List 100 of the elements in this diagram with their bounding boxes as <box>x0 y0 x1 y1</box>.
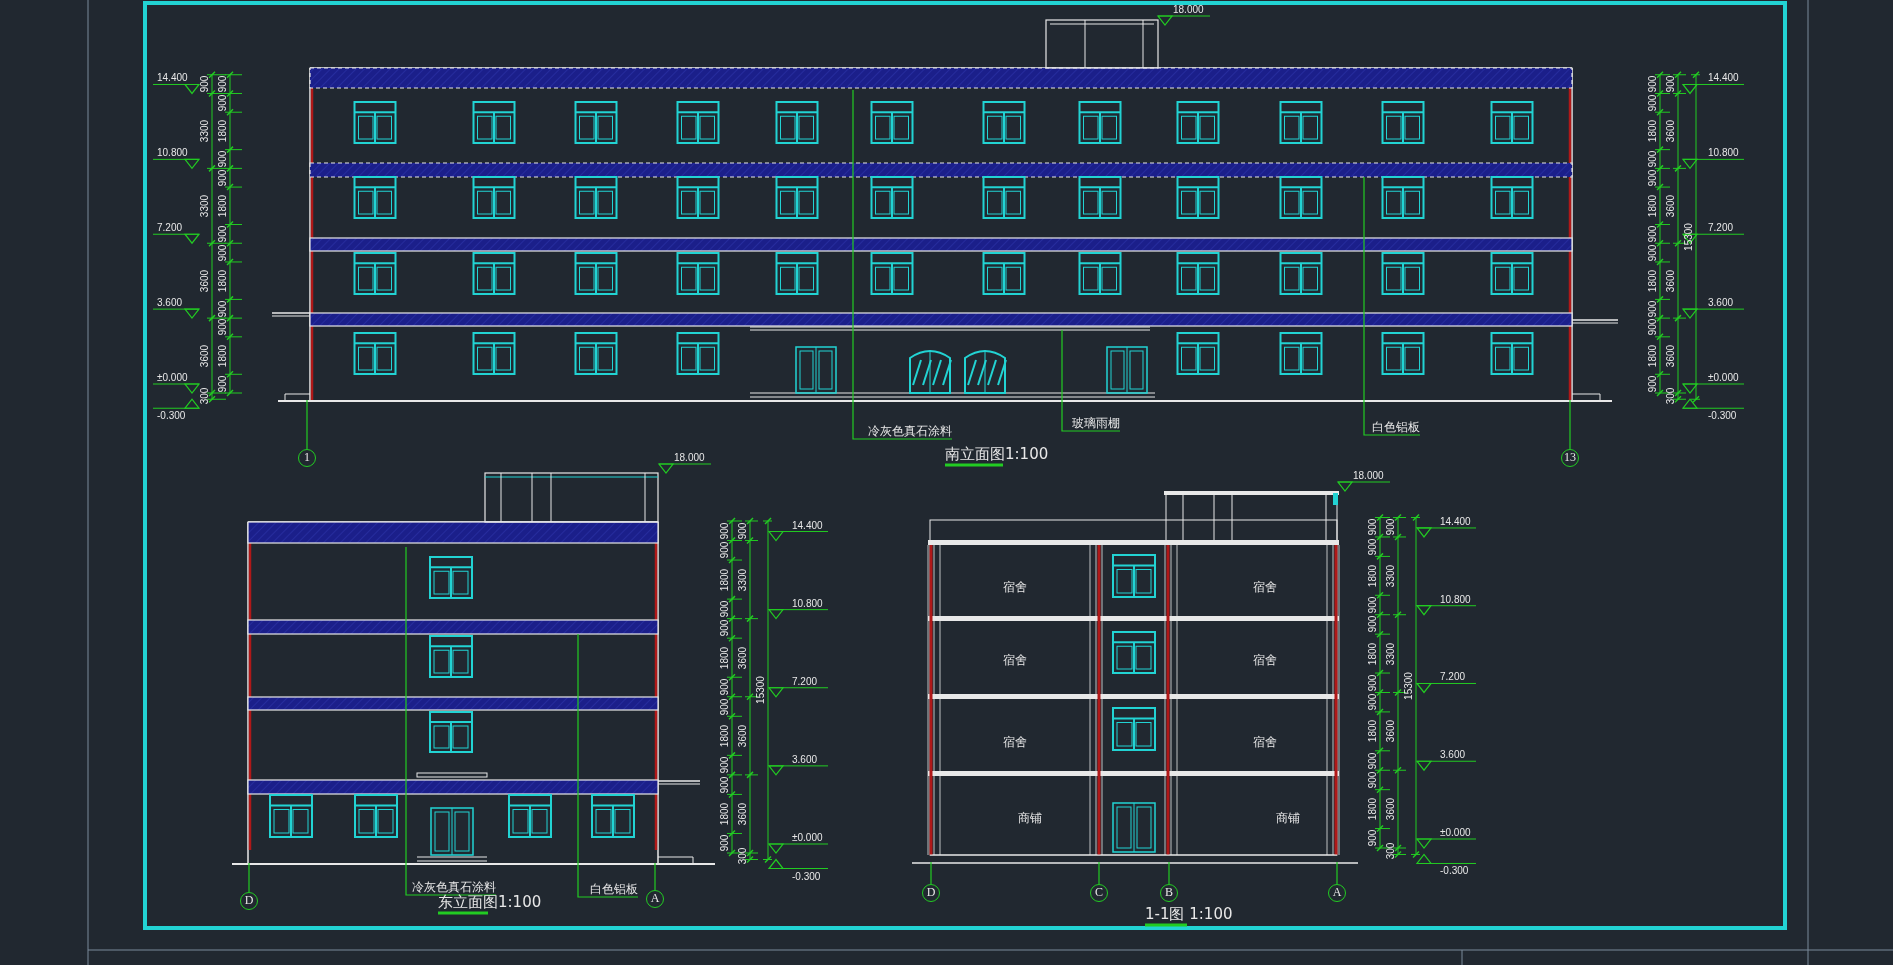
elevation-text: 18.000 <box>1353 470 1384 481</box>
elevation-text: 3.600 <box>1708 297 1734 309</box>
dimension-text: 900 <box>1366 518 1378 536</box>
dimension-text: 3600 <box>1384 798 1396 821</box>
dimension-text: 3600 <box>1664 119 1676 143</box>
dimension-text: 15300 <box>1402 672 1414 700</box>
dimension-text: 900 <box>1646 375 1658 392</box>
section-drawing <box>911 491 1359 864</box>
dimension-text: 900 <box>198 75 210 93</box>
leader-line <box>577 633 639 898</box>
dimension-text: 3300 <box>736 568 748 591</box>
axis-line <box>306 399 308 450</box>
dimension-text: 900 <box>1646 75 1658 93</box>
dimension-text: 3600 <box>1384 720 1396 743</box>
material-note: 冷灰色真石涂料 <box>868 424 952 438</box>
elevation-text: 10.800 <box>792 597 823 609</box>
dimension-text: 900 <box>1366 674 1378 692</box>
dimension-text: 3300 <box>198 194 210 217</box>
dimension-text: 3600 <box>736 724 748 747</box>
dimension-text: 3600 <box>736 802 748 826</box>
dimension-text: 3600 <box>198 269 210 292</box>
dimension-text: 1800 <box>1366 798 1378 821</box>
dimension-text: 900 <box>1646 244 1658 261</box>
dimension-text: 300 <box>736 847 748 865</box>
view-title: 1-1图 1:100 <box>1145 906 1233 923</box>
elevation-text: ±0.000 <box>1440 827 1471 838</box>
leader-line <box>1363 176 1421 436</box>
east-elevation-drawing <box>231 472 716 865</box>
dimension-text: 3300 <box>1384 642 1396 665</box>
elevation-text: -0.300 <box>792 870 821 882</box>
dimension-text: 1800 <box>1646 119 1658 143</box>
leader-line <box>1061 329 1121 432</box>
axis-line <box>930 861 932 885</box>
elevation-text: 10.800 <box>1708 147 1739 159</box>
elevation-text: ±0.000 <box>157 372 188 383</box>
elevation-text: ±0.000 <box>1708 372 1739 383</box>
dimension-text: 900 <box>1646 150 1658 168</box>
dimension-text: 3600 <box>1664 344 1676 367</box>
leader-line <box>852 89 953 440</box>
dimension-text: 900 <box>216 319 228 336</box>
dimension-text: 1800 <box>1646 194 1658 217</box>
dimension-text: 900 <box>1646 225 1658 243</box>
material-note: 玻璃雨棚 <box>1072 416 1120 430</box>
dimension-text: 900 <box>1664 75 1676 93</box>
dimension-text: 900 <box>1366 752 1378 769</box>
room-label: 商铺 <box>1018 812 1042 824</box>
dimension-text: 900 <box>216 375 228 392</box>
elevation-text: 18.000 <box>674 452 705 463</box>
dimension-text: 1800 <box>1366 720 1378 743</box>
dimension-text: 1800 <box>1646 344 1658 367</box>
south-elevation-drawing <box>271 19 1619 402</box>
elevation-text: 14.400 <box>1708 72 1739 84</box>
dimension-text: 3600 <box>1664 269 1676 292</box>
dimension-text: 1800 <box>216 269 228 292</box>
dimension-text: 3600 <box>736 646 748 669</box>
axis-line <box>1336 861 1338 885</box>
elevation-text: 7.200 <box>1708 222 1734 234</box>
dimension-text: 1800 <box>1646 269 1658 292</box>
dimension-text: 300 <box>198 387 210 405</box>
dimension-text: 3300 <box>198 119 210 143</box>
elevation-text: 7.200 <box>157 222 183 234</box>
elevation-text: 10.800 <box>157 147 188 159</box>
material-note: 白色铝板 <box>590 882 638 896</box>
dimension-text: 300 <box>1384 842 1396 860</box>
axis-line <box>654 862 656 891</box>
room-label: 宿舍 <box>1003 736 1027 748</box>
dimension-text: 3600 <box>1664 194 1676 217</box>
elevation-text: ±0.000 <box>792 832 823 843</box>
material-note: 冷灰色真石涂料 <box>412 880 496 894</box>
room-label: 宿舍 <box>1253 654 1277 666</box>
axis-line <box>1098 861 1100 885</box>
dimension-text: 900 <box>216 150 228 168</box>
elevation-text: -0.300 <box>1708 410 1737 422</box>
room-label: 宿舍 <box>1253 581 1277 593</box>
elevation-text: 14.400 <box>792 519 823 531</box>
material-note: 白色铝板 <box>1372 420 1420 434</box>
dimension-text: 900 <box>216 225 228 243</box>
axis-line <box>1168 861 1170 885</box>
dimension-text: 15300 <box>1682 223 1694 251</box>
dimension-text: 1800 <box>1366 642 1378 665</box>
elevation-text: -0.300 <box>157 410 186 422</box>
elevation-text: 3.600 <box>157 297 183 309</box>
dimension-text: 900 <box>1366 616 1378 633</box>
elevation-text: 7.200 <box>1440 671 1466 683</box>
dimension-text: 900 <box>1366 693 1378 711</box>
dimension-text: 900 <box>1366 538 1378 555</box>
dimension-text: 900 <box>1646 319 1658 336</box>
dimension-text: 1800 <box>216 119 228 143</box>
leader-line <box>405 546 497 896</box>
elevation-text: 3.600 <box>792 753 818 765</box>
dimension-text: 900 <box>216 169 228 187</box>
dimension-text: 1800 <box>1366 564 1378 587</box>
elevation-text: 14.400 <box>1440 515 1471 527</box>
dimension-text: 900 <box>216 244 228 261</box>
dimension-text: 900 <box>1366 771 1378 789</box>
axis-line <box>248 862 250 893</box>
room-label: 宿舍 <box>1003 654 1027 666</box>
elevation-text: 14.400 <box>157 72 188 84</box>
dimension-text: 900 <box>1384 518 1396 536</box>
dimension-text: 900 <box>1366 829 1378 847</box>
